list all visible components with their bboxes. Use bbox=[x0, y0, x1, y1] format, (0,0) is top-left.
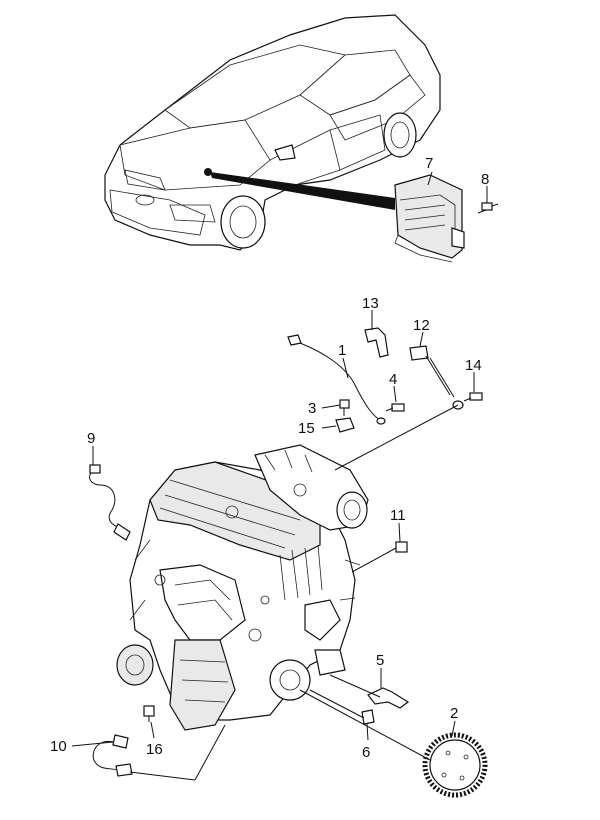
part-9-oxygen-sensor bbox=[89, 464, 131, 541]
ecu-module bbox=[394, 174, 465, 263]
part-16-sensor bbox=[143, 705, 155, 722]
callout-6: 6 bbox=[362, 744, 370, 761]
callout-1: 1 bbox=[338, 342, 346, 359]
callout-11: 11 bbox=[390, 507, 406, 524]
part-13-bracket bbox=[364, 327, 389, 358]
part-3-bolt bbox=[339, 399, 350, 416]
car-illustration bbox=[104, 14, 441, 251]
callout-7: 7 bbox=[425, 155, 433, 172]
engine-assembly bbox=[116, 444, 369, 731]
part-12-sensor bbox=[409, 345, 464, 410]
callout-3: 3 bbox=[308, 400, 316, 417]
part-4-bolt bbox=[385, 403, 405, 412]
callout-15: 15 bbox=[298, 420, 315, 437]
callout-5: 5 bbox=[376, 652, 384, 669]
part-5-bracket bbox=[367, 687, 410, 709]
part-1-sensor-harness bbox=[287, 334, 386, 425]
part-10-oxygen-sensor bbox=[92, 734, 133, 777]
callout-2: 2 bbox=[450, 705, 458, 722]
part-11-sensor bbox=[395, 541, 408, 553]
part-2-reluctor-ring bbox=[422, 732, 488, 798]
leader-lines bbox=[71, 171, 488, 781]
part-14-bolt bbox=[463, 392, 483, 402]
callout-12: 12 bbox=[413, 317, 430, 334]
part-15-sensor bbox=[335, 417, 355, 433]
ecu-bolt bbox=[477, 202, 499, 214]
callout-13: 13 bbox=[362, 295, 379, 312]
callout-10: 10 bbox=[50, 738, 67, 755]
callout-16: 16 bbox=[146, 741, 163, 758]
callout-4: 4 bbox=[389, 371, 397, 388]
callout-14: 14 bbox=[465, 357, 482, 374]
callout-labels: 7 8 1 13 12 14 4 3 15 9 11 5 2 6 10 16 bbox=[50, 155, 489, 761]
callout-8: 8 bbox=[481, 171, 489, 188]
callout-9: 9 bbox=[87, 430, 95, 447]
part-6-sensor bbox=[361, 709, 375, 725]
